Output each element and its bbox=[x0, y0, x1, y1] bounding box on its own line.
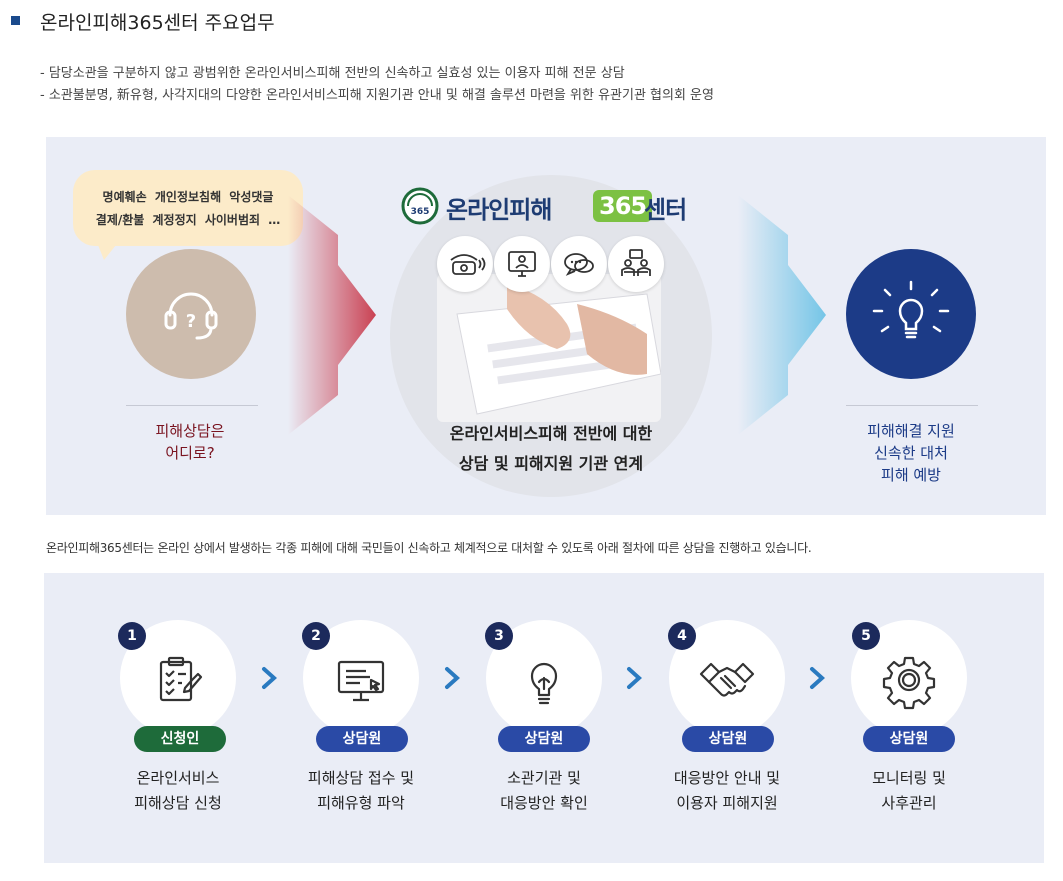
step-5-number: 5 bbox=[852, 622, 880, 650]
right-divider bbox=[846, 405, 978, 406]
headset-logo-icon: 365 bbox=[401, 187, 439, 225]
red-flow-arrow bbox=[288, 195, 376, 435]
description-line-1: - 담당소관을 구분하지 않고 광범위한 온라인서비스피해 전반의 신속하고 실… bbox=[40, 66, 625, 81]
video-counsel-icon bbox=[508, 251, 536, 277]
logo-text-center: 센터 bbox=[644, 196, 687, 224]
logo-365-badge: 365 bbox=[593, 190, 653, 222]
chevron-right-icon bbox=[262, 667, 277, 689]
monitor-cursor-icon bbox=[337, 660, 385, 702]
lightbulb-icon bbox=[530, 662, 558, 705]
channel-chat bbox=[551, 236, 607, 292]
headset-question-icon: ? bbox=[164, 292, 218, 340]
speech-bubble-tail bbox=[96, 240, 120, 260]
step-4-role-badge: 상담원 bbox=[682, 726, 774, 752]
step-5-line-1: 모니터링 및 bbox=[872, 769, 946, 787]
chevron-right-icon bbox=[627, 667, 642, 689]
process-intro-text: 온라인피해365센터는 온라인 상에서 발생하는 각종 피해에 대해 국민들이 … bbox=[46, 541, 812, 555]
center-caption-1: 온라인서비스피해 전반에 대한 bbox=[449, 424, 653, 443]
step-4-line-1: 대응방안 안내 및 bbox=[673, 769, 781, 787]
step-1-number: 1 bbox=[118, 622, 146, 650]
step-1-line-1: 온라인서비스 bbox=[136, 769, 220, 787]
visit-counsel-icon bbox=[621, 249, 651, 276]
logo-badge-text: 365 bbox=[411, 207, 430, 217]
step-3-number: 3 bbox=[485, 622, 513, 650]
step-3-line-2: 대응방안 확인 bbox=[500, 794, 588, 812]
right-caption-1: 피해해결 지원 bbox=[867, 422, 955, 440]
support-circle bbox=[846, 249, 976, 379]
logo-text-online-damage: 온라인피해 bbox=[446, 196, 552, 224]
step-3-line-1: 소관기관 및 bbox=[507, 769, 581, 787]
blue-flow-arrow bbox=[738, 195, 826, 435]
step-1-role-badge: 신청인 bbox=[134, 726, 226, 752]
right-caption-3: 피해 예방 bbox=[881, 466, 941, 484]
damage-types-speech-bubble bbox=[73, 170, 303, 246]
channel-video bbox=[494, 236, 550, 292]
left-caption-2: 어디로? bbox=[165, 444, 215, 462]
right-caption-2: 신속한 대처 bbox=[874, 444, 948, 462]
telephone-icon bbox=[450, 254, 486, 275]
chevron-right-icon bbox=[445, 667, 460, 689]
title-bullet bbox=[11, 16, 20, 25]
clipboard-checklist-icon bbox=[159, 656, 203, 702]
chevron-right-icon bbox=[810, 667, 825, 689]
step-5-line-2: 사후관리 bbox=[881, 794, 937, 812]
channel-phone bbox=[437, 236, 493, 292]
chat-bubble-icon bbox=[564, 253, 594, 276]
center-logo-emblem: 365 bbox=[400, 186, 440, 226]
step-2-line-2: 피해유형 파악 bbox=[317, 794, 405, 812]
step-2-line-1: 피해상담 접수 및 bbox=[307, 769, 415, 787]
channel-visit bbox=[608, 236, 664, 292]
left-divider bbox=[126, 405, 258, 406]
step-2-number: 2 bbox=[302, 622, 330, 650]
step-4-line-2: 이용자 피해지원 bbox=[676, 794, 778, 812]
description-line-2: - 소관불분명, 新유형, 사각지대의 다양한 온라인서비스피해 지원기관 안내… bbox=[40, 88, 714, 103]
step-5-role-badge: 상담원 bbox=[863, 726, 955, 752]
keyboard-typing-illustration bbox=[437, 274, 661, 422]
step-3-role-badge: 상담원 bbox=[498, 726, 590, 752]
step-1-line-2: 피해상담 신청 bbox=[134, 794, 222, 812]
lightbulb-idea-icon bbox=[872, 280, 950, 339]
page-title: 온라인피해365센터 주요업무 bbox=[40, 12, 275, 34]
damage-types-line-2: 결제/환불 계정정지 사이버범죄 … bbox=[95, 213, 281, 227]
helpdesk-circle bbox=[126, 249, 256, 379]
center-caption-2: 상담 및 피해지원 기관 연계 bbox=[458, 454, 644, 473]
handshake-icon bbox=[699, 662, 755, 697]
left-caption-1: 피해상담은 bbox=[155, 422, 225, 440]
step-2-role-badge: 상담원 bbox=[316, 726, 408, 752]
damage-types-line-1: 명예훼손 개인정보침해 악성댓글 bbox=[102, 190, 274, 204]
svg-text:?: ? bbox=[186, 311, 196, 332]
step-4-number: 4 bbox=[668, 622, 696, 650]
gear-icon bbox=[882, 656, 936, 710]
